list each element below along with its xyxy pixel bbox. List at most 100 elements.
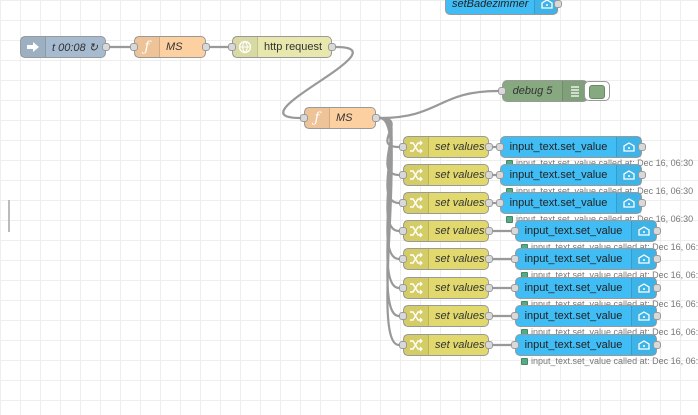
service-node-input-port[interactable] bbox=[496, 143, 504, 151]
service-node-input-text-set-value[interactable]: input_text.set_value bbox=[515, 334, 657, 356]
change-node-set-values[interactable]: set values bbox=[403, 164, 489, 186]
service-node-input-text-set-value[interactable]: input_text.set_value bbox=[515, 305, 657, 327]
function-1-output-port[interactable] bbox=[202, 43, 210, 51]
http-request-node[interactable]: http request bbox=[232, 36, 332, 58]
vertical-scrollbar[interactable] bbox=[8, 200, 10, 232]
set-badezimmer-output-port[interactable] bbox=[554, 0, 562, 8]
change-node-input-port[interactable] bbox=[399, 171, 407, 179]
service-node-input-port[interactable] bbox=[511, 284, 519, 292]
change-node-input-port[interactable] bbox=[399, 199, 407, 207]
change-node-output-port[interactable] bbox=[485, 143, 493, 151]
home-assistant-icon bbox=[631, 221, 656, 241]
status-text: input_text.set_value called at: Dec 16, … bbox=[531, 299, 698, 309]
debug-toggle-button[interactable] bbox=[584, 81, 610, 101]
service-node-input-port[interactable] bbox=[511, 312, 519, 320]
http-request-output-port[interactable] bbox=[328, 43, 336, 51]
change-node-input-port[interactable] bbox=[399, 143, 407, 151]
change-node-output-port[interactable] bbox=[485, 199, 493, 207]
node-label: input_text.set_value bbox=[509, 141, 608, 153]
change-node-set-values[interactable]: set values bbox=[403, 248, 489, 270]
node-label: set values bbox=[435, 197, 485, 209]
service-node-output-port[interactable] bbox=[653, 255, 661, 263]
status-text: input_text.set_value called at: Dec 16, … bbox=[516, 186, 694, 196]
service-node-output-port[interactable] bbox=[638, 199, 646, 207]
shuffle-icon bbox=[404, 221, 429, 241]
change-node-input-port[interactable] bbox=[399, 227, 407, 235]
node-label: set values bbox=[435, 253, 485, 265]
service-node-input-port[interactable] bbox=[511, 255, 519, 263]
change-node-output-port[interactable] bbox=[485, 284, 493, 292]
function-node-ms-2[interactable]: ƒ MS bbox=[304, 107, 376, 129]
service-node-output-port[interactable] bbox=[653, 227, 661, 235]
change-node-set-values[interactable]: set values bbox=[403, 136, 489, 158]
shuffle-icon bbox=[404, 278, 429, 298]
node-label: input_text.set_value bbox=[524, 339, 623, 351]
service-node-input-port[interactable] bbox=[511, 227, 519, 235]
service-node-output-port[interactable] bbox=[653, 341, 661, 349]
http-request-input-port[interactable] bbox=[228, 43, 236, 51]
function-1-input-port[interactable] bbox=[130, 43, 138, 51]
set-badezimmer-node[interactable]: setBadezimmer bbox=[445, 0, 560, 15]
home-assistant-icon bbox=[616, 165, 641, 185]
service-node-input-text-set-value[interactable]: input_text.set_value bbox=[515, 220, 657, 242]
service-node-output-port[interactable] bbox=[638, 171, 646, 179]
change-node-output-port[interactable] bbox=[485, 341, 493, 349]
node-label: setBadezimmer bbox=[452, 0, 529, 10]
service-node-input-text-set-value[interactable]: input_text.set_value bbox=[515, 248, 657, 270]
function-icon: ƒ bbox=[305, 108, 330, 128]
home-assistant-icon bbox=[534, 0, 560, 14]
inject-output-port[interactable] bbox=[102, 43, 110, 51]
debug-node[interactable]: debug 5 bbox=[502, 80, 588, 102]
service-node-input-port[interactable] bbox=[496, 171, 504, 179]
node-label: input_text.set_value bbox=[509, 197, 608, 209]
home-assistant-icon bbox=[631, 306, 656, 326]
change-node-output-port[interactable] bbox=[485, 312, 493, 320]
home-assistant-icon bbox=[631, 278, 656, 298]
change-node-input-port[interactable] bbox=[399, 255, 407, 263]
service-node-input-text-set-value[interactable]: input_text.set_value bbox=[515, 277, 657, 299]
wire[interactable] bbox=[282, 45, 354, 120]
change-node-input-port[interactable] bbox=[399, 284, 407, 292]
node-label: input_text.set_value bbox=[524, 253, 623, 265]
node-label: set values bbox=[435, 339, 485, 351]
node-label: debug 5 bbox=[512, 85, 553, 97]
debug-input-port[interactable] bbox=[498, 87, 506, 95]
status-text: input_text.set_value called at: Dec 16, … bbox=[531, 270, 698, 280]
change-node-output-port[interactable] bbox=[485, 255, 493, 263]
node-label: set values bbox=[435, 169, 485, 181]
change-node-input-port[interactable] bbox=[399, 312, 407, 320]
change-node-set-values[interactable]: set values bbox=[403, 305, 489, 327]
change-node-set-values[interactable]: set values bbox=[403, 192, 489, 214]
service-node-input-text-set-value[interactable]: input_text.set_value bbox=[500, 164, 642, 186]
function-2-input-port[interactable] bbox=[300, 114, 308, 122]
home-assistant-icon bbox=[616, 193, 641, 213]
service-node-output-port[interactable] bbox=[653, 312, 661, 320]
change-node-input-port[interactable] bbox=[399, 341, 407, 349]
node-label: set values bbox=[435, 141, 485, 153]
change-node-output-port[interactable] bbox=[485, 227, 493, 235]
status-text: input_text.set_value called at: Dec 16, … bbox=[531, 356, 698, 366]
node-label: input_text.set_value bbox=[524, 310, 623, 322]
shuffle-icon bbox=[404, 137, 429, 157]
inject-node[interactable]: t 00:08 ↻ bbox=[20, 36, 106, 58]
service-node-output-port[interactable] bbox=[638, 143, 646, 151]
home-assistant-icon bbox=[616, 137, 641, 157]
service-node-input-text-set-value[interactable]: input_text.set_value bbox=[500, 136, 642, 158]
change-node-set-values[interactable]: set values bbox=[403, 220, 489, 242]
service-node-input-port[interactable] bbox=[511, 341, 519, 349]
node-label: input_text.set_value bbox=[524, 282, 623, 294]
change-node-output-port[interactable] bbox=[485, 171, 493, 179]
function-node-ms-1[interactable]: ƒ MS bbox=[134, 36, 206, 58]
service-node-input-text-set-value[interactable]: input_text.set_value bbox=[500, 192, 642, 214]
function-2-output-port[interactable] bbox=[372, 114, 380, 122]
status-text: input_text.set_value called at: Dec 16, … bbox=[516, 214, 694, 224]
change-node-set-values[interactable]: set values bbox=[403, 334, 489, 356]
change-node-set-values[interactable]: set values bbox=[403, 277, 489, 299]
wire[interactable] bbox=[379, 116, 400, 347]
service-node-output-port[interactable] bbox=[653, 284, 661, 292]
function-icon: ƒ bbox=[135, 37, 160, 57]
wire[interactable] bbox=[379, 89, 499, 120]
status-text: input_text.set_value called at: Dec 16, … bbox=[516, 158, 694, 168]
service-node-input-port[interactable] bbox=[496, 199, 504, 207]
